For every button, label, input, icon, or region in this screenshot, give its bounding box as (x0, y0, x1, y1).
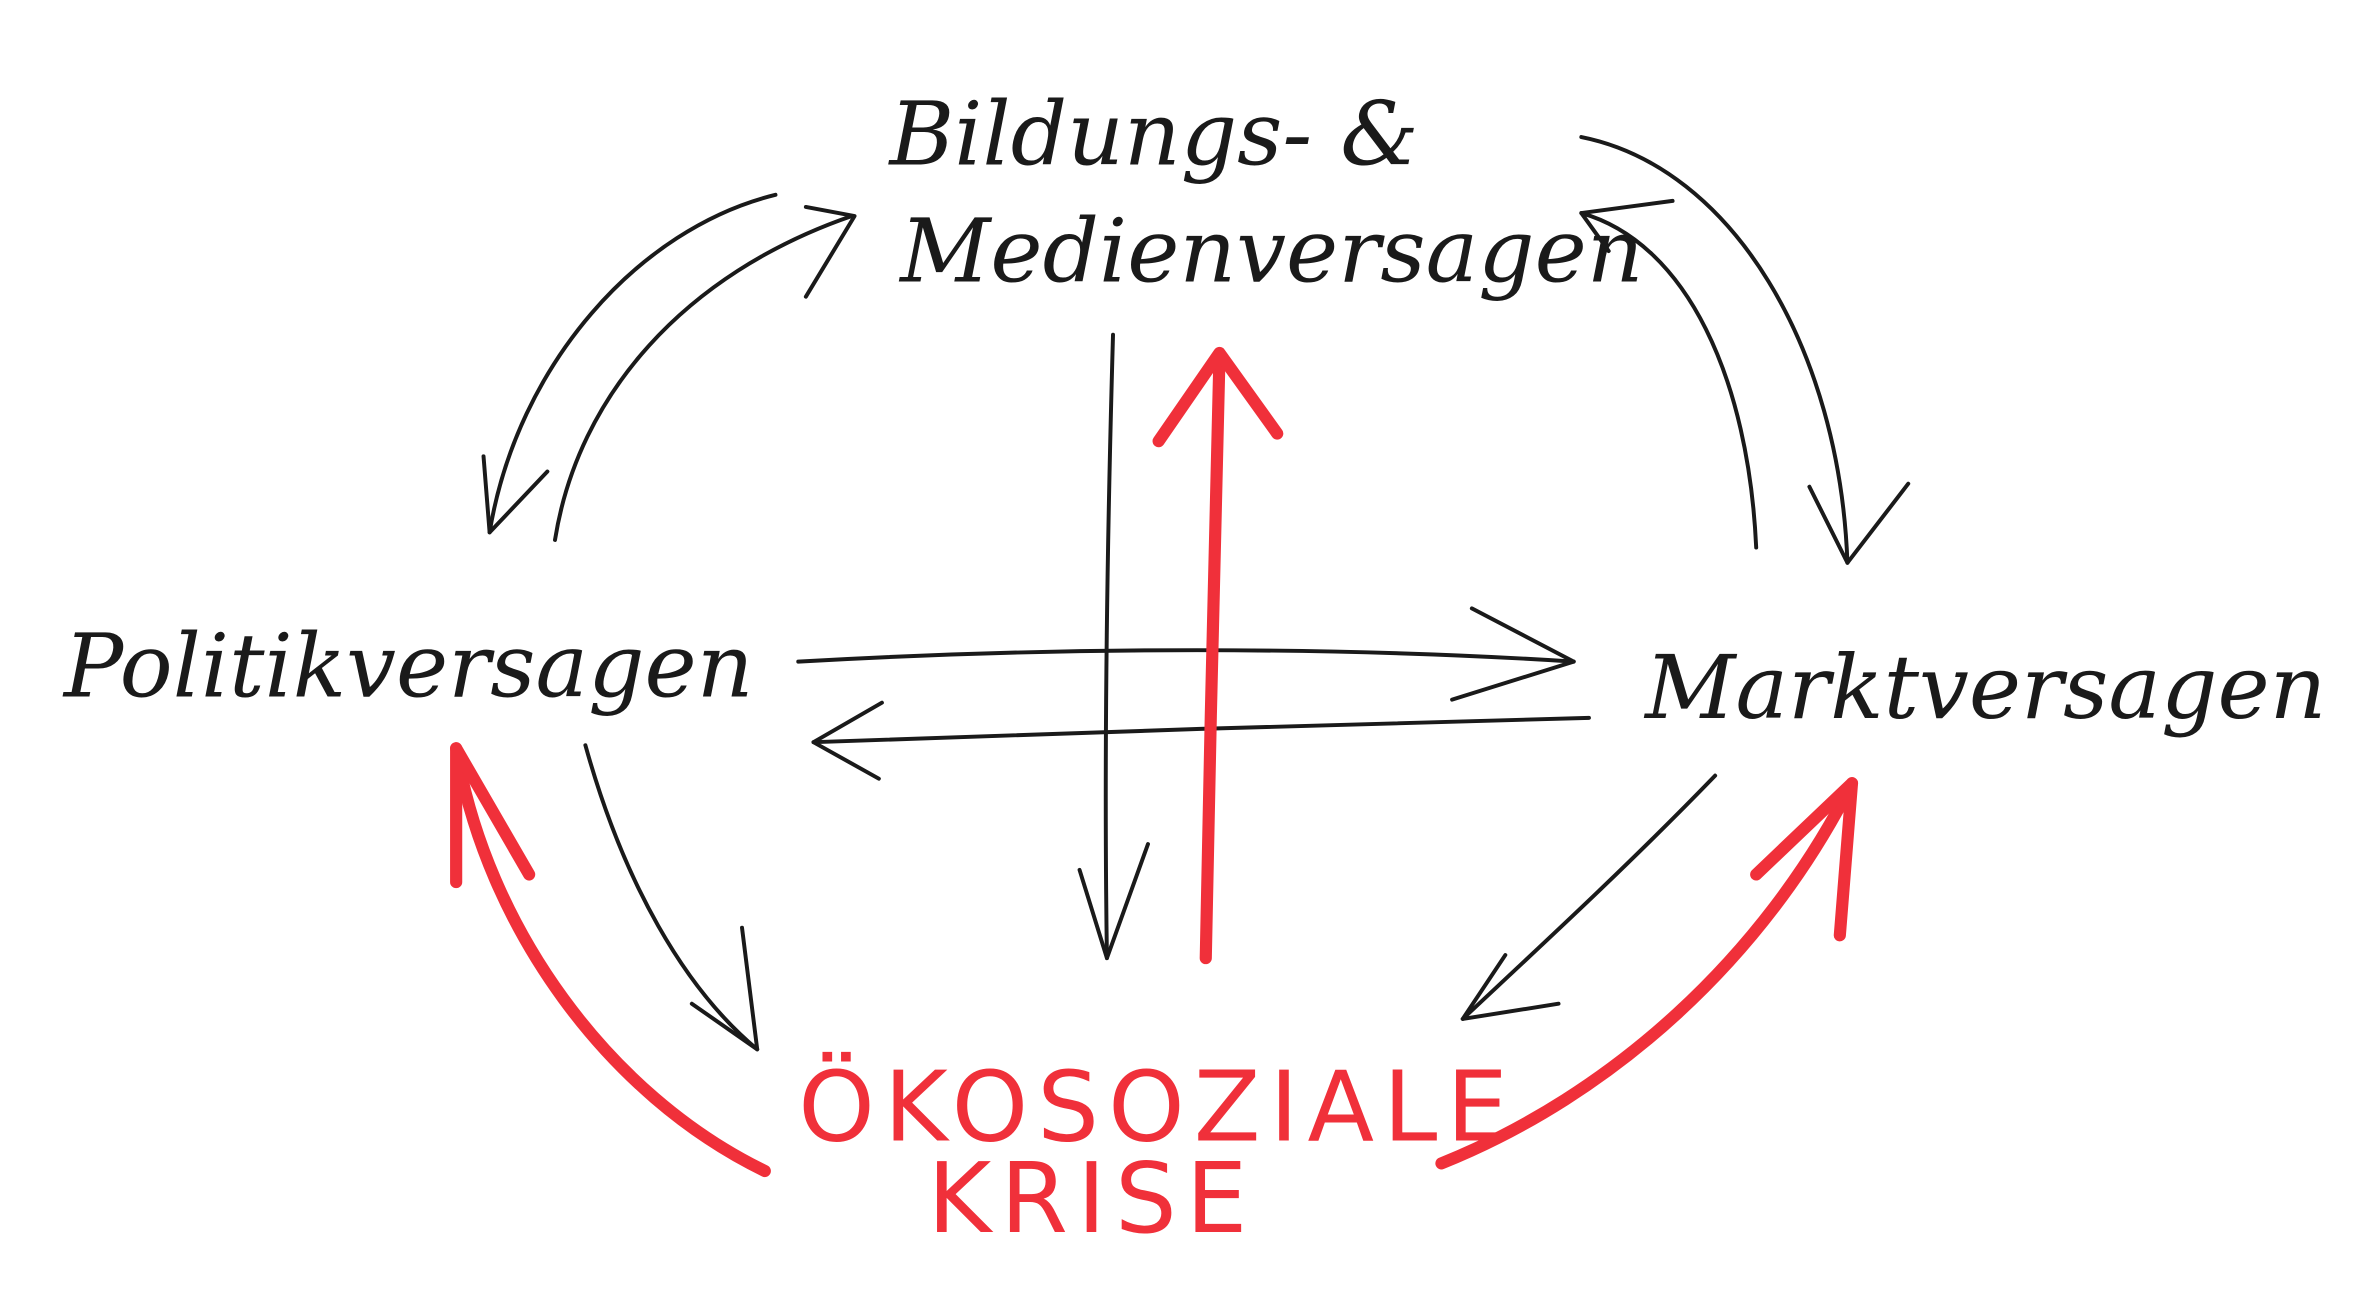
node-bildung-line2: Medienversagen (898, 199, 1643, 302)
arrow-bildung-to-politik (481, 192, 778, 535)
arrow-bildung-to-markt (1579, 135, 1911, 565)
node-bildung-line1: Bildungs- & (887, 82, 1418, 185)
node-oekosoziale-krise-line1: ÖKOSOZIALE (798, 1051, 1517, 1164)
arrow-bildung-to-krise (1077, 332, 1150, 961)
arrow-politik-to-markt (796, 606, 1576, 702)
node-politikversagen: Politikversagen (62, 615, 754, 718)
arrow-politik-to-bildung (553, 204, 857, 542)
node-marktversagen: Marktversagen (1643, 636, 2326, 739)
red-arrow-krise-to-markt (1435, 777, 1859, 1170)
arrow-markt-to-krise (1460, 773, 1718, 1021)
red-arrow-krise-to-bildung (1152, 346, 1284, 965)
arrow-markt-to-bildung (1579, 198, 1759, 550)
arrow-politik-to-krise (583, 743, 760, 1052)
red-arrow-krise-to-politik (450, 742, 771, 1178)
node-oekosoziale-krise-line2: KRISE (928, 1142, 1257, 1255)
arrow-markt-to-politik (811, 700, 1591, 781)
